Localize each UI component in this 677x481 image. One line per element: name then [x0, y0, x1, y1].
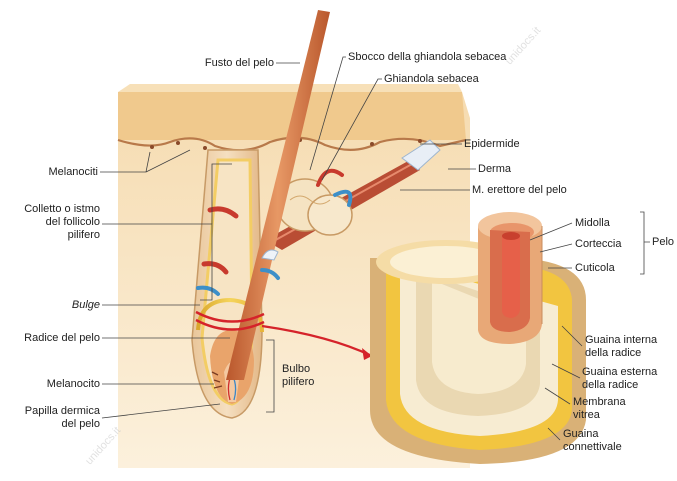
- label-pelo: Pelo: [652, 236, 674, 249]
- label-guaina-esterna: Guaina esterna della radice: [582, 366, 657, 392]
- label-bulbo: Bulbo pilifero: [282, 363, 314, 389]
- label-melanocito: Melanocito: [20, 378, 100, 391]
- label-melanociti: Melanociti: [24, 166, 98, 179]
- label-papilla: Papilla dermica del pelo: [0, 405, 100, 431]
- label-sbocco: Sbocco della ghiandola sebacea: [348, 51, 506, 64]
- label-midolla: Midolla: [575, 217, 610, 230]
- label-membrana: Membrana vitrea: [573, 396, 626, 422]
- label-guaina-connettivale: Guaina connettivale: [563, 428, 622, 454]
- label-guaina-interna: Guaina interna della radice: [585, 334, 657, 360]
- label-corteccia: Corteccia: [575, 238, 621, 251]
- label-fusto: Fusto del pelo: [196, 57, 274, 70]
- label-ghiandola: Ghiandola sebacea: [384, 73, 479, 86]
- label-erettore: M. erettore del pelo: [472, 184, 567, 197]
- label-derma: Derma: [478, 163, 511, 176]
- label-bulge: Bulge: [30, 299, 100, 312]
- label-epidermide: Epidermide: [464, 138, 520, 151]
- label-colletto: Colletto o istmo del follicolo pilifero: [0, 203, 100, 242]
- label-cuticola: Cuticola: [575, 262, 615, 275]
- cross-section: [370, 212, 586, 464]
- label-radice: Radice del pelo: [0, 332, 100, 345]
